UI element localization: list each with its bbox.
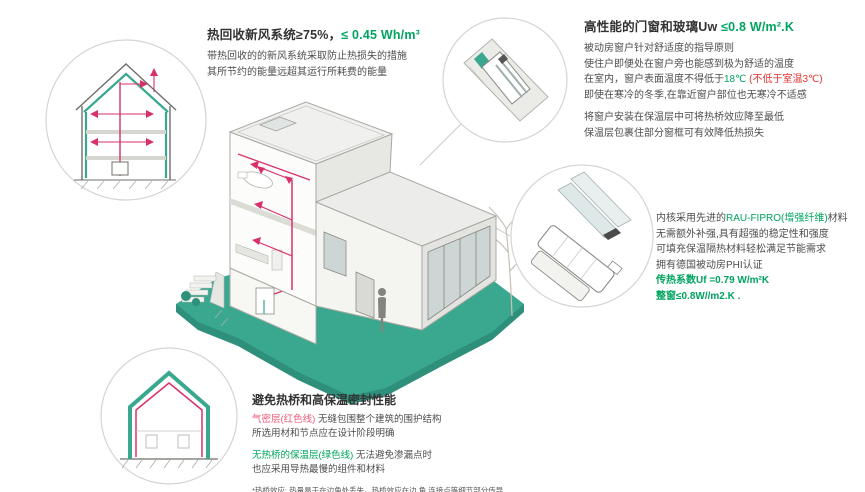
window-line6: 保温层包裹住部分窗框可有效降低热损失 bbox=[584, 127, 764, 139]
callout-insulation-envelope bbox=[100, 347, 238, 485]
glazing-spacer bbox=[603, 228, 621, 240]
insulation-layer-label: 无热桥的保温层(绿色线) bbox=[252, 449, 354, 461]
profile-uw-value: 整窗≤0.8W//m2.K . bbox=[656, 290, 741, 302]
callout-ventilation-section bbox=[45, 39, 207, 201]
hrv-unit bbox=[255, 287, 275, 315]
callout-window-profile bbox=[510, 164, 654, 308]
building-right-wing bbox=[314, 171, 498, 331]
window-corner-detail bbox=[463, 38, 549, 122]
building-interior bbox=[230, 171, 316, 271]
wing-window bbox=[323, 231, 347, 277]
envelope-section bbox=[120, 370, 218, 469]
profile-uf-value: 传热系数Uf =0.79 W/m²K bbox=[656, 275, 770, 286]
window-line5: 将窗户安装在保温层中可将热桥效应降至最低 bbox=[584, 112, 784, 123]
window-profile-cutaway bbox=[530, 171, 632, 302]
window-line1: 被动房窗户针对舒适度的指导原则 bbox=[584, 43, 734, 54]
thermal-line3: 无热桥的保温层(绿色线) 无法避免渗漏点时 bbox=[252, 449, 432, 461]
roof-window bbox=[259, 116, 297, 132]
window-line3: 在室内，窗户表面温度不得低于18℃ (不低于室温3℃) bbox=[584, 74, 823, 85]
thermal-title: 避免热桥和高保温密封性能 bbox=[252, 393, 397, 407]
window-line4: 即使在寒冷的冬季,在靠近窗户部位也无寒冷不适感 bbox=[584, 89, 807, 101]
window-text-block: 高性能的门窗和玻璃Uw ≤0.8 W/m².K 被动房窗户针对舒适度的指导原则 … bbox=[584, 16, 860, 141]
window bbox=[145, 434, 158, 449]
entry-door bbox=[355, 271, 375, 319]
stair-step bbox=[189, 282, 213, 289]
window-title-value: ≤0.8 W/m².K bbox=[721, 20, 795, 34]
profile-line4: 拥有德国被动房PHI认证 bbox=[656, 259, 763, 271]
glass-facade bbox=[427, 225, 491, 321]
retaining-wall bbox=[209, 271, 225, 309]
glass-pane bbox=[570, 171, 632, 228]
fridge bbox=[271, 249, 283, 271]
profile-sill bbox=[530, 250, 590, 302]
floor-slab bbox=[86, 130, 166, 134]
ventilation-ducts bbox=[237, 153, 311, 290]
profile-line3: 可填充保温隔热材料轻松满足节能需求 bbox=[656, 244, 826, 255]
callout-window-install-detail bbox=[442, 17, 568, 143]
window-title: 高性能的门窗和玻璃Uw ≤0.8 W/m².K bbox=[584, 16, 860, 35]
kitchen-counter bbox=[235, 243, 269, 265]
hrv-body-line1: 带热回收的的新风系统采取防止热损失的措施 bbox=[207, 51, 407, 62]
house-isometric-illustration bbox=[176, 101, 528, 404]
glazing bbox=[495, 64, 523, 98]
floor-slab bbox=[86, 156, 166, 160]
profile-line1: 内核采用先进的RAU-FIPRO(增强纤维)材料 bbox=[656, 213, 848, 224]
profile-body bbox=[537, 225, 615, 293]
stair-step bbox=[193, 275, 217, 282]
floor-slab bbox=[230, 198, 316, 236]
airtight-layer-label: 气密层(红色线) bbox=[252, 414, 316, 425]
gasket bbox=[498, 54, 508, 64]
thermal-line2: 所选用材和节点应在设计阶段明确 bbox=[252, 428, 395, 440]
window-line2: 使住户即便处在窗户旁也能感到极为舒适的温度 bbox=[584, 58, 794, 70]
window bbox=[177, 434, 190, 449]
thermal-line4: 也应采用导热最慢的组件和材料 bbox=[252, 463, 386, 475]
thermal-text-block: 避免热桥和高保温密封性能 气密层(红色线) 无缝包围整个建筑的围护结构 所选用材… bbox=[252, 391, 504, 492]
house-section bbox=[74, 63, 177, 190]
thermal-line1: 气密层(红色线) 无缝包围整个建筑的围护结构 bbox=[252, 414, 442, 425]
bush bbox=[181, 291, 191, 301]
person-figure bbox=[378, 288, 386, 332]
insulation-line-green bbox=[128, 370, 210, 459]
temp-note: (不低于室温3℃) bbox=[746, 74, 823, 85]
profile-text-block: 内核采用先进的RAU-FIPRO(增强纤维)材料 无需额外补强,具有超强的稳定性… bbox=[656, 211, 862, 304]
hrv-title-text: 热回收新风系统≥75%， bbox=[207, 28, 342, 42]
airtight-line-red bbox=[135, 382, 203, 457]
bush bbox=[192, 298, 200, 306]
rau-fipro-label: RAU-FIPRO(增强纤维) bbox=[726, 213, 828, 224]
thermal-footnote: *热桥效应: 热量易于在边角处丢失。热桥效应在边,角,连接点等细节部分传导 bbox=[252, 486, 504, 492]
window-title-text: 高性能的门窗和玻璃Uw bbox=[584, 20, 722, 34]
hrv-unit bbox=[111, 161, 129, 176]
profile-line2: 无需额外补强,具有超强的稳定性和强度 bbox=[656, 228, 829, 240]
hrv-body-line2: 其所节约的能量远超其运行所耗费的能量 bbox=[207, 66, 387, 78]
insulation-layer bbox=[83, 72, 169, 113]
flat-roof bbox=[228, 101, 394, 165]
ventilation-arrows bbox=[90, 68, 158, 176]
hrv-text-block: 热回收新风系统≥75%，≤ 0.45 Wh/m³ 带热回收的的新风系统采取防止热… bbox=[207, 24, 462, 80]
hrv-title-value: ≤ 0.45 Wh/m³ bbox=[341, 28, 420, 42]
hrv-title: 热回收新风系统≥75%，≤ 0.45 Wh/m³ bbox=[207, 24, 462, 43]
temp-18c: 18℃ bbox=[724, 74, 747, 85]
washbasin bbox=[237, 171, 248, 179]
